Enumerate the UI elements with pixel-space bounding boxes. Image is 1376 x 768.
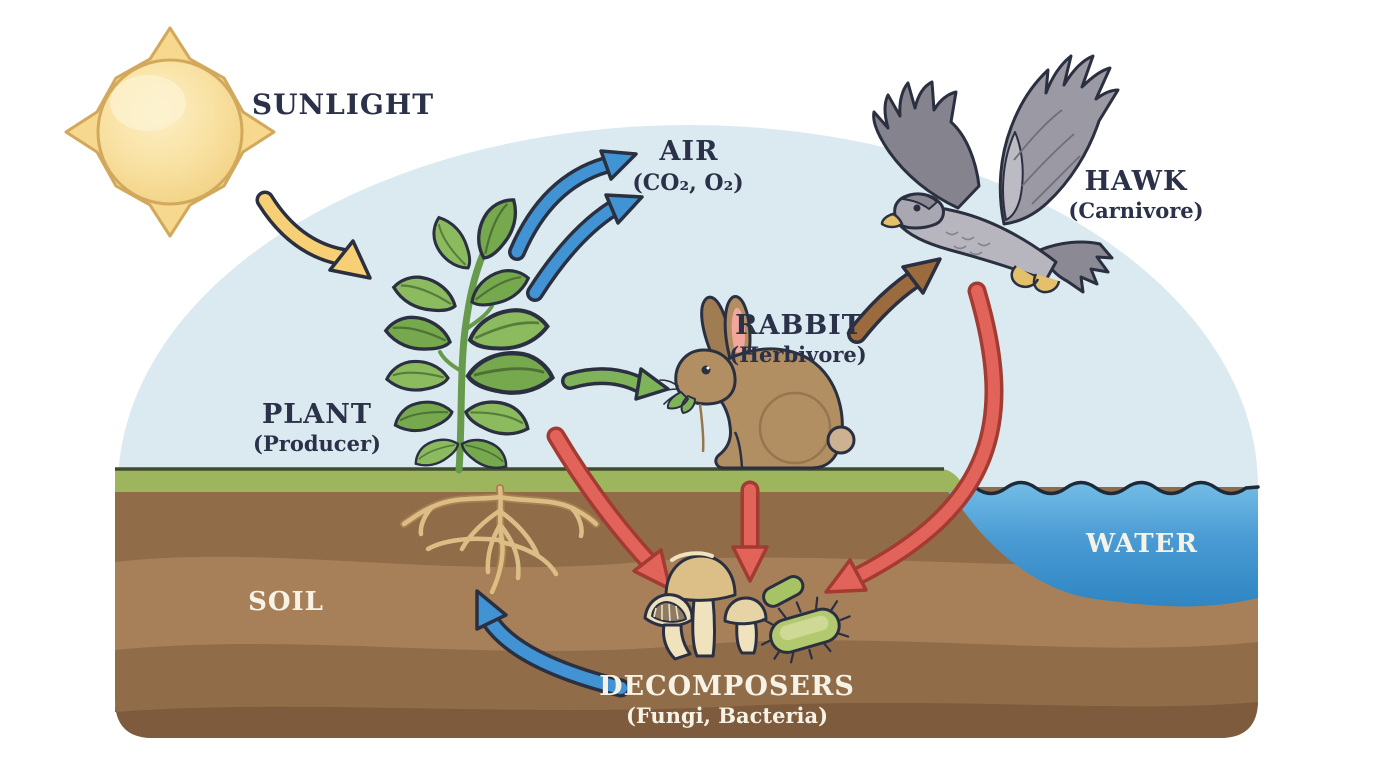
gas-exchange-arrow-2 <box>526 193 644 302</box>
decomposers-label: DECOMPOSERS <box>599 671 855 702</box>
waterline <box>944 480 1260 496</box>
soil-dark-band <box>115 700 1258 738</box>
air-label: AIR <box>658 136 718 167</box>
rabbit-label: RABBIT <box>735 310 863 341</box>
decomposers-role: (Fungi, Bacteria) <box>626 703 828 728</box>
plant-icon <box>382 189 554 478</box>
plant-role: (Producer) <box>253 431 381 456</box>
decay-arrow-from-hawk <box>824 281 1004 594</box>
bacteria-icon <box>760 575 851 664</box>
air-formula: (CO₂, O₂) <box>632 170 743 196</box>
water-body <box>944 480 1260 607</box>
rabbit-icon <box>657 295 856 470</box>
water-label: WATER <box>1085 529 1198 559</box>
decay-arrow-from-plant <box>546 426 672 591</box>
nutrient-return-arrow <box>475 589 631 698</box>
hawk-icon <box>872 54 1120 294</box>
soil-label: SOIL <box>248 587 324 617</box>
plant-label: PLANT <box>262 399 372 430</box>
rabbit-role: (Herbivore) <box>729 342 866 367</box>
mushrooms-icon <box>643 551 768 661</box>
sunlight-label: SUNLIGHT <box>252 88 434 121</box>
roots-icon <box>400 484 600 596</box>
sunlight-arrow <box>255 190 372 280</box>
sun-icon <box>64 26 276 238</box>
hawk-role: (Carnivore) <box>1068 198 1203 223</box>
gas-exchange-arrow-1 <box>508 149 638 261</box>
decay-arrow-from-rabbit <box>731 480 769 583</box>
hawk-label: HAWK <box>1085 166 1188 197</box>
predation-arrow <box>847 257 942 344</box>
grass-strip <box>115 467 966 492</box>
